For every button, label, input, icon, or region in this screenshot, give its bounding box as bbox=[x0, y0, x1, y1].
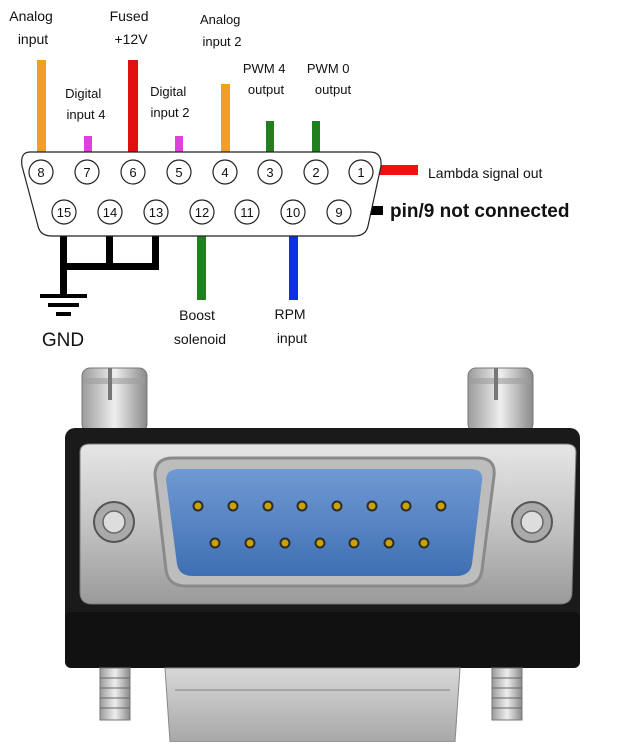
pin-number: 14 bbox=[103, 205, 117, 220]
pin-number: 2 bbox=[312, 165, 319, 180]
pin-2: 2 bbox=[303, 159, 329, 185]
pin-3: 3 bbox=[257, 159, 283, 185]
mounting-screw-right-icon bbox=[511, 501, 553, 543]
pin-7: 7 bbox=[74, 159, 100, 185]
pin-14: 14 bbox=[97, 199, 123, 225]
pin-number: 13 bbox=[149, 205, 163, 220]
wire-boost-solenoid bbox=[197, 225, 206, 300]
pin-row-top: 8 7 6 5 4 3 2 1 bbox=[28, 159, 374, 185]
socket-pin-icon bbox=[279, 537, 291, 549]
socket-pin-icon bbox=[244, 537, 256, 549]
socket-pin-icon bbox=[383, 537, 395, 549]
pin-number: 6 bbox=[129, 165, 136, 180]
socket-pin-icon bbox=[314, 537, 326, 549]
pin-circle bbox=[257, 159, 283, 185]
socket-pin-icon bbox=[418, 537, 430, 549]
pin-circle bbox=[74, 159, 100, 185]
wire-rpm-input bbox=[289, 225, 298, 300]
pin-circle bbox=[212, 159, 238, 185]
pin-circle bbox=[51, 199, 77, 225]
pin-circle bbox=[166, 159, 192, 185]
pin-number: 3 bbox=[266, 165, 273, 180]
socket-pin-icon bbox=[209, 537, 221, 549]
connector-photo bbox=[65, 367, 580, 743]
pin-circle bbox=[303, 159, 329, 185]
pin-6: 6 bbox=[120, 159, 146, 185]
pin-number: 8 bbox=[37, 165, 44, 180]
pin-circle bbox=[234, 199, 260, 225]
ground-symbol-icon bbox=[40, 294, 87, 316]
jackscrew-left bbox=[99, 667, 131, 721]
label-analog-input: Analog input bbox=[9, 8, 56, 47]
pin-circle bbox=[326, 199, 352, 225]
label-boost-solenoid: Boost solenoid bbox=[174, 307, 226, 347]
label-digital-input-4: Digital input 4 bbox=[65, 86, 105, 122]
label-pwm0-output: PWM 0 output bbox=[307, 61, 353, 97]
label-rpm-input: RPM input bbox=[274, 306, 309, 346]
pin-9: 9 bbox=[326, 199, 352, 225]
wire-pwm0-output bbox=[312, 121, 320, 152]
pin-12: 12 bbox=[189, 199, 215, 225]
pin-circle bbox=[189, 199, 215, 225]
mounting-screw-left-icon bbox=[93, 501, 135, 543]
pin-15: 15 bbox=[51, 199, 77, 225]
label-pin9-not-connected: pin/9 not connected bbox=[390, 201, 569, 222]
pin-number: 12 bbox=[195, 205, 209, 220]
pin-circle bbox=[143, 199, 169, 225]
socket-pin-icon bbox=[435, 500, 447, 512]
pin-13: 13 bbox=[143, 199, 169, 225]
socket-pin-icon bbox=[192, 500, 204, 512]
wire-pwm4-output bbox=[266, 121, 274, 152]
socket-pin-icon bbox=[348, 537, 360, 549]
wire-gnd-bus bbox=[60, 222, 159, 294]
pin-number: 5 bbox=[175, 165, 182, 180]
rear-plug-shell bbox=[164, 667, 461, 743]
blue-insulator bbox=[166, 469, 483, 576]
pin-circle bbox=[120, 159, 146, 185]
pin-circle bbox=[348, 159, 374, 185]
pin-number: 4 bbox=[221, 165, 228, 180]
socket-pin-icon bbox=[296, 500, 308, 512]
wire-analog-input-2 bbox=[221, 84, 230, 152]
wire-analog-input bbox=[37, 60, 46, 152]
pin-number: 9 bbox=[335, 205, 342, 220]
wire-digital-input-4 bbox=[84, 136, 92, 152]
wire-lambda-signal bbox=[372, 165, 418, 175]
wires bbox=[37, 60, 418, 316]
pin-row-bottom: 15 14 13 12 11 10 9 bbox=[51, 199, 352, 225]
socket-pin-icon bbox=[262, 500, 274, 512]
label-pwm4-output: PWM 4 output bbox=[243, 61, 289, 97]
photo-pin-sockets bbox=[192, 500, 447, 549]
pin-number: 1 bbox=[357, 165, 364, 180]
label-lambda-signal-out: Lambda signal out bbox=[428, 165, 543, 181]
socket-pin-icon bbox=[227, 500, 239, 512]
label-fused-12v: Fused +12V bbox=[110, 8, 153, 47]
label-digital-input-2: Digital input 2 bbox=[150, 84, 190, 120]
socket-pin-icon bbox=[366, 500, 378, 512]
thumbscrew-right bbox=[467, 367, 534, 433]
pin-number: 7 bbox=[83, 165, 90, 180]
socket-pin-icon bbox=[400, 500, 412, 512]
wire-fused-12v bbox=[128, 60, 138, 152]
pin-circle bbox=[28, 159, 54, 185]
pin-circle bbox=[280, 199, 306, 225]
jackscrew-right bbox=[491, 667, 523, 721]
pin-circle bbox=[97, 199, 123, 225]
socket-pin-icon bbox=[331, 500, 343, 512]
pin-number: 15 bbox=[57, 205, 71, 220]
pin-10: 10 bbox=[280, 199, 306, 225]
pin-4: 4 bbox=[212, 159, 238, 185]
pin-1: 1 bbox=[348, 159, 374, 185]
pin-number: 11 bbox=[240, 205, 254, 220]
pin-11: 11 bbox=[234, 199, 260, 225]
wire-digital-input-2 bbox=[175, 136, 183, 152]
label-gnd: GND bbox=[42, 330, 84, 351]
signal-labels: Analog input Fused +12V Analog input 2 D… bbox=[9, 8, 569, 351]
pin-8: 8 bbox=[28, 159, 54, 185]
pin-5: 5 bbox=[166, 159, 192, 185]
pin-number: 10 bbox=[286, 205, 300, 220]
thumbscrew-left bbox=[81, 367, 148, 433]
label-analog-input-2: Analog input 2 bbox=[200, 12, 244, 49]
